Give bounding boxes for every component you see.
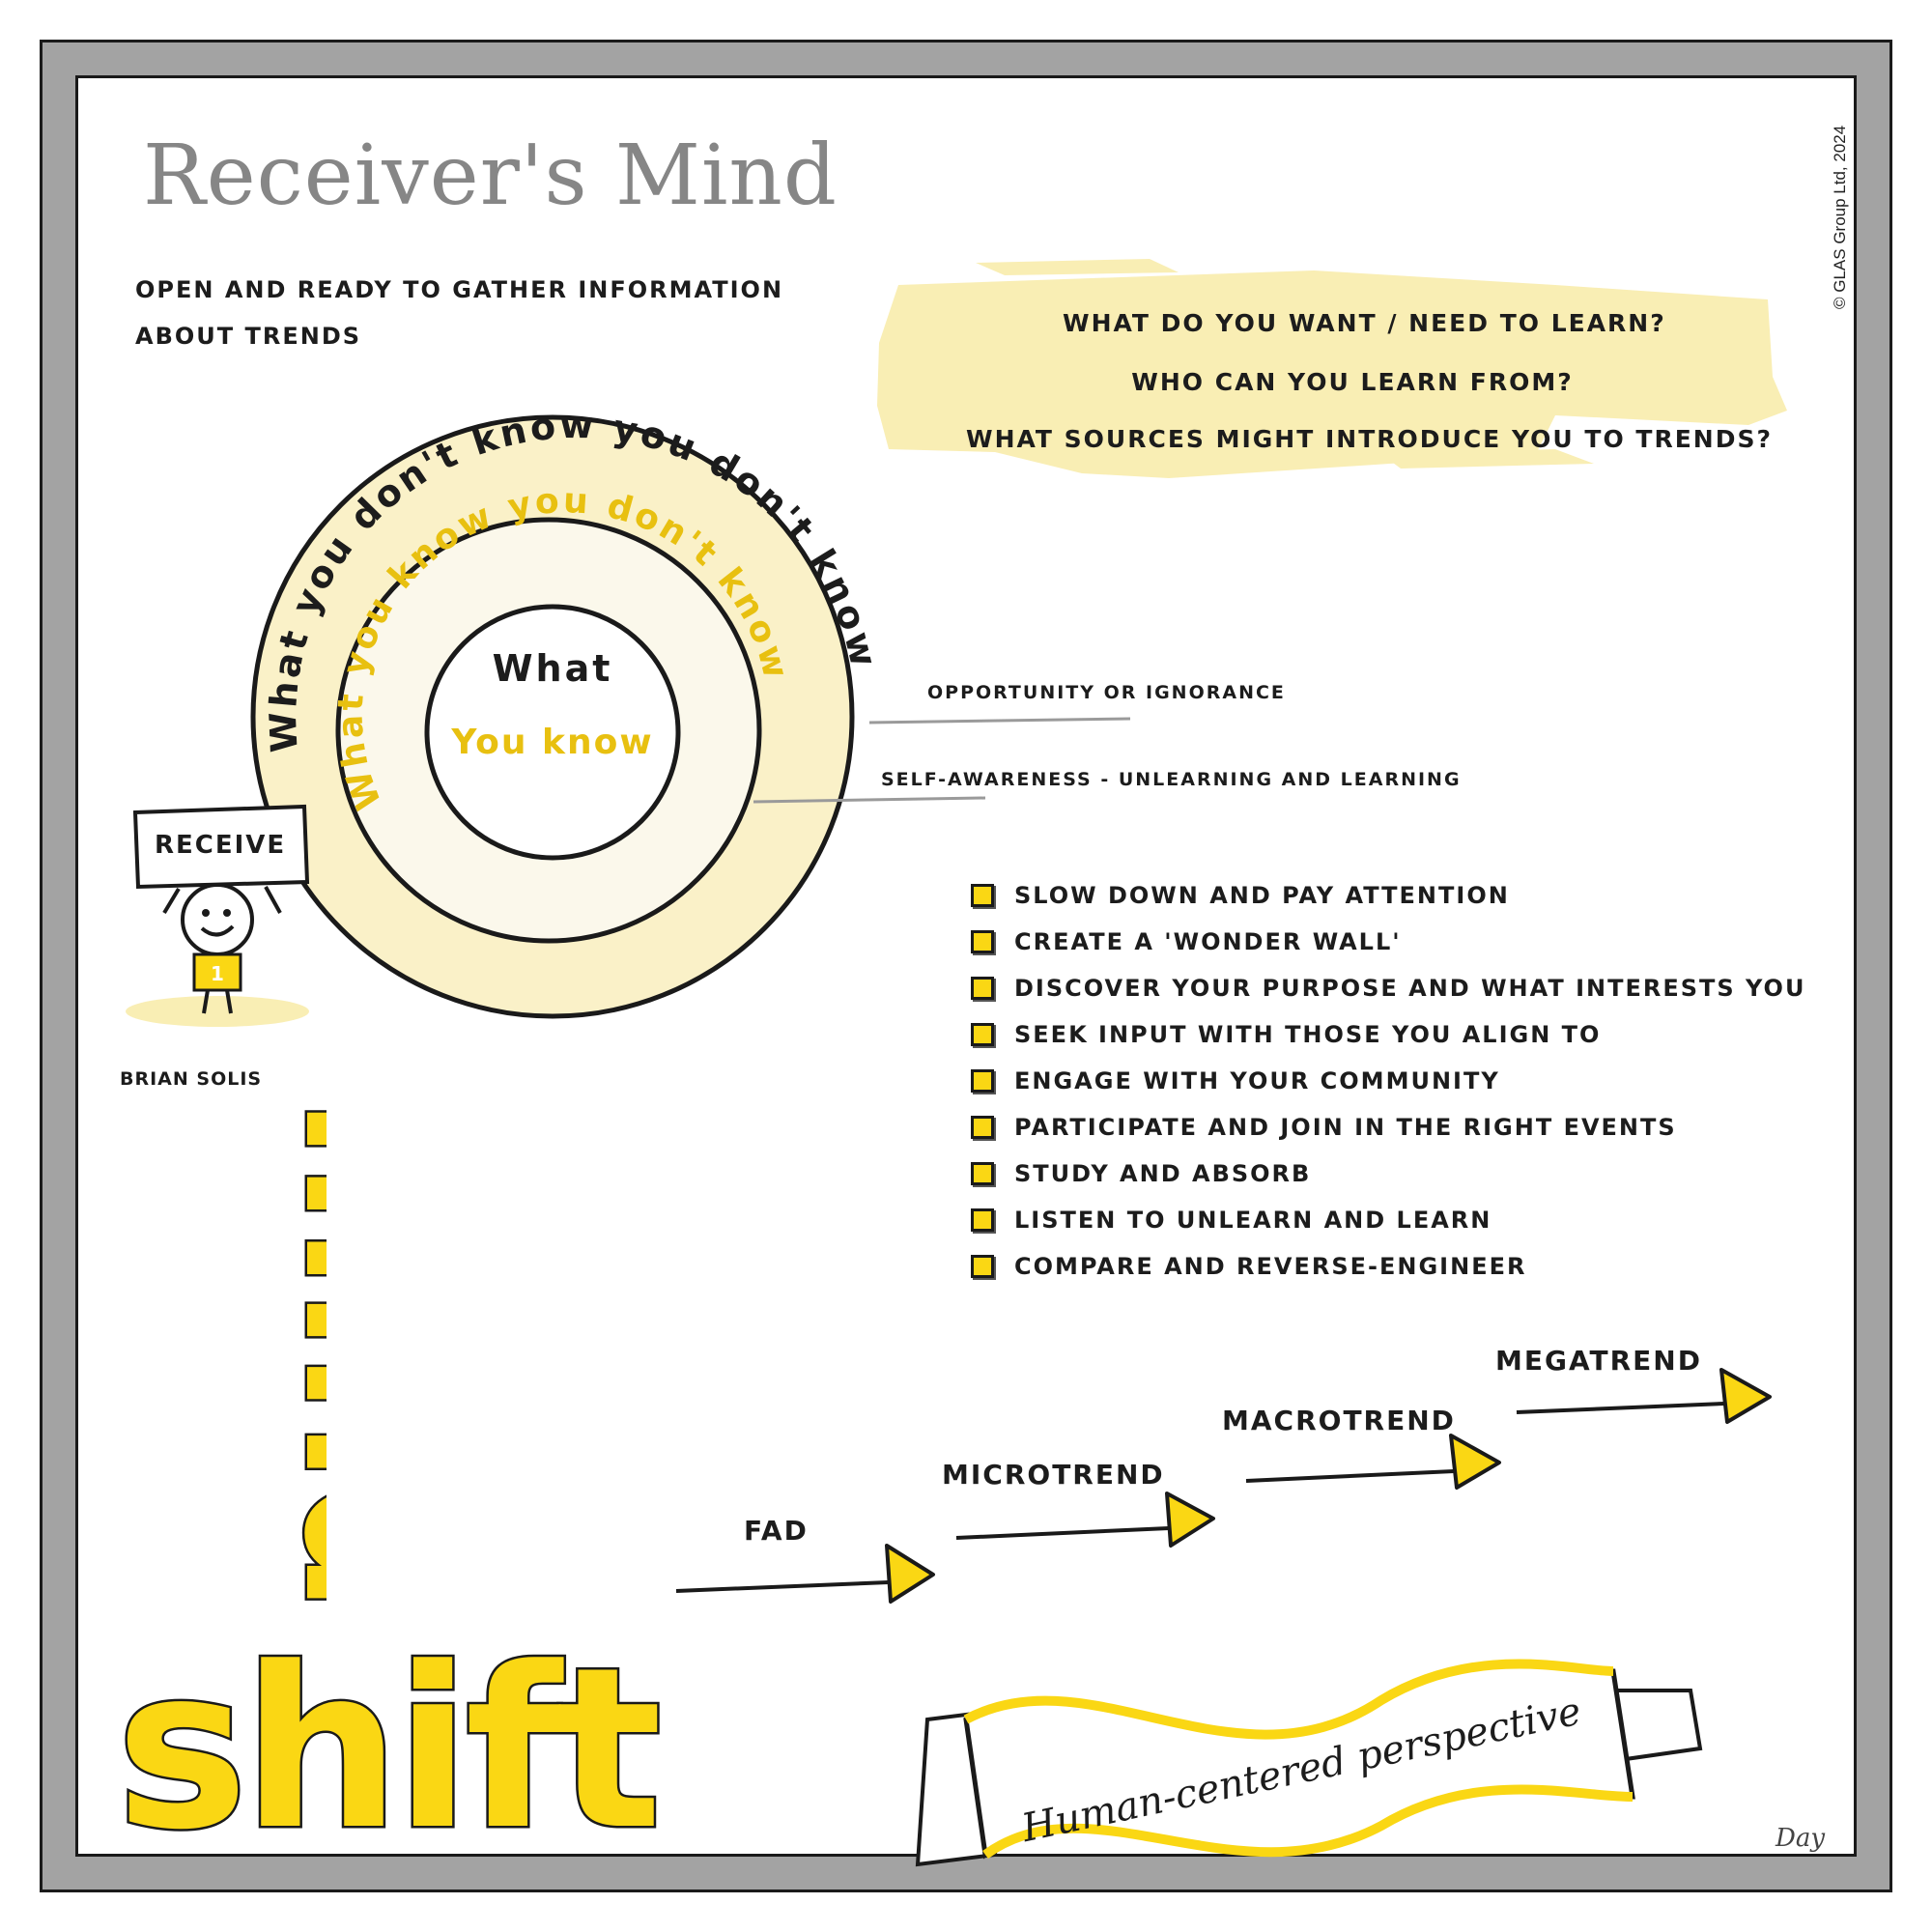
- page-title: Receiver's Mind: [143, 128, 838, 224]
- checkbox-icon: [971, 1255, 994, 1278]
- page-subtitle: Open and ready to gather information abo…: [135, 276, 784, 350]
- arrow-fad: [675, 1544, 935, 1604]
- arrow-megatrend: [1516, 1368, 1772, 1424]
- brand-mind-word: mind: [262, 1097, 327, 1616]
- trend-label-megatrend: Megatrend: [1495, 1345, 1702, 1377]
- receive-figure: 1: [126, 804, 310, 1027]
- receive-sign: Receive: [155, 831, 287, 860]
- brand-author: Brian Solis: [120, 1068, 263, 1090]
- ring-inner-label-2: You know: [450, 723, 653, 762]
- brand-shift-word: shift: [116, 1633, 666, 1864]
- svg-text:shift: shift: [116, 1633, 658, 1864]
- figure-number: 1: [211, 962, 224, 985]
- question-3: What sources might introduce you to tren…: [966, 425, 1773, 453]
- callout-outer: Opportunity or ignorance: [927, 682, 1286, 703]
- trend-label-microtrend: Microtrend: [942, 1459, 1165, 1491]
- callout-lines: [753, 717, 1130, 804]
- checkbox-icon: [971, 977, 994, 1000]
- checkbox-icon: [971, 884, 994, 907]
- checkbox-icon: [971, 1023, 994, 1046]
- svg-text:mind: mind: [264, 1097, 327, 1613]
- checkbox-icon: [971, 930, 994, 953]
- checkbox-icon: [971, 1162, 994, 1185]
- arrow-macrotrend: [1245, 1434, 1501, 1490]
- copyright-notice: © GLAS Group Ltd, 2024: [1831, 125, 1849, 309]
- trend-arrows: [675, 1368, 1772, 1604]
- checkbox-icon: [971, 1069, 994, 1093]
- ring-inner-label-1: What: [493, 647, 613, 690]
- question-2: Who can you learn from?: [1131, 368, 1574, 396]
- banner: Human-centered perspective: [915, 1659, 1703, 1867]
- trend-label-macrotrend: Macrotrend: [1222, 1405, 1456, 1436]
- arrow-microtrend: [955, 1492, 1215, 1548]
- ring-inner: [424, 604, 681, 861]
- artist-signature: Day: [1776, 1824, 1826, 1853]
- questions-highlight: [877, 259, 1787, 478]
- question-1: What do you want / need to learn?: [1063, 309, 1666, 337]
- checkbox-icon: [971, 1208, 994, 1232]
- trend-label-fad: Fad: [744, 1515, 809, 1547]
- callout-middle: Self-awareness - unlearning and learning: [881, 769, 1462, 790]
- knowledge-rings: What you don't know you don't know What …: [250, 404, 883, 1019]
- checkbox-icon: [971, 1116, 994, 1139]
